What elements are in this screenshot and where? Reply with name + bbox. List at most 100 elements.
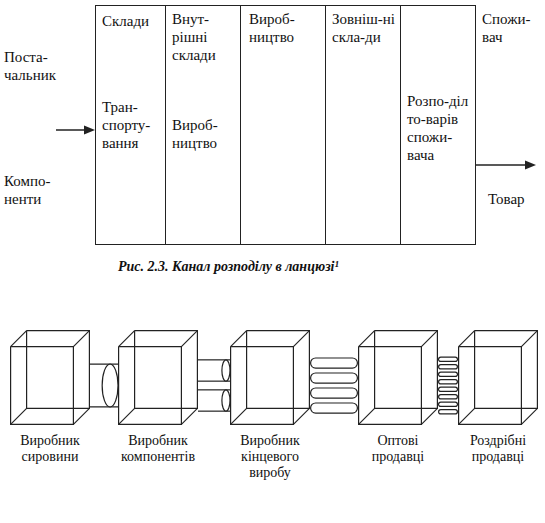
cube-edge [73, 408, 89, 424]
pipe-outline [90, 364, 118, 408]
pipe-body [441, 410, 455, 413]
pipe-body [198, 390, 230, 410]
flow-pipe [441, 374, 455, 375]
cube-outline [230, 330, 310, 425]
flow-endpoint-label: Поста-чальник [4, 48, 60, 84]
inflow-arrow-head [84, 126, 95, 135]
pipe-outline [441, 379, 455, 385]
cube-edge [521, 408, 537, 424]
pipe-outline [441, 401, 455, 407]
flow-endpoint-label: Товар [488, 190, 543, 208]
cube-outline [118, 330, 198, 425]
flow-pipe [441, 404, 455, 405]
outflow-arrow-head [525, 161, 536, 170]
cube-edge [231, 331, 247, 347]
pipe-body [316, 389, 353, 398]
cube-edge [119, 408, 135, 424]
cube-edge [521, 331, 537, 347]
channel-stage-band: Внут-рішні складиВироб-ництво [165, 5, 241, 245]
stage-text: Вироб-ництво [172, 116, 234, 152]
pipe-body [316, 374, 353, 383]
flow-pipe [316, 363, 353, 364]
cube-edge [11, 408, 27, 424]
cube-edge [73, 331, 89, 347]
cube-edge [293, 331, 309, 347]
supply-chain-box: Виробник кінцевого виробу [230, 330, 310, 425]
cube-edge [247, 331, 310, 409]
cube-outline [10, 330, 90, 425]
supply-chain-box: Роздрібні продавці [458, 330, 538, 425]
box-label: Роздрібні продавці [452, 433, 544, 465]
pipe-body [316, 404, 353, 413]
box-label: Оптові продавці [350, 433, 446, 465]
pipe-outline [441, 386, 455, 392]
cube-outline [358, 330, 438, 425]
pipe-outline [441, 356, 455, 362]
cube-edge [359, 408, 375, 424]
pipe-body [441, 388, 455, 391]
cube-edge [11, 331, 27, 347]
flow-pipe [316, 393, 353, 394]
cube-edge [459, 331, 475, 347]
figure-caption: Рис. 2.3. Канал розподілу в ланцюзі¹ [118, 258, 538, 275]
cube-edge [231, 408, 247, 424]
pipe-outline [316, 387, 353, 398]
pipe-end [102, 364, 118, 407]
pipe-body [90, 365, 118, 407]
flow-pipe [316, 378, 353, 379]
cube-edge [459, 408, 475, 424]
inflow-arrow-line [56, 129, 86, 131]
pipe-outline [198, 359, 230, 382]
cube-edge [181, 408, 197, 424]
flow-pipe [441, 411, 455, 412]
pipe-outline [316, 357, 353, 368]
stage-text: Зовніш-ні скла-ди [332, 10, 396, 46]
pipe-outline [198, 389, 230, 412]
pipe-end [222, 390, 230, 411]
cube-edge [475, 331, 538, 409]
box-label: Виробник сировини [2, 433, 98, 465]
flow-endpoint-label: Спожи-вач [482, 10, 540, 46]
supply-chain-box: Оптові продавці [358, 330, 438, 425]
stage-text: Вироб-ництво [249, 10, 319, 46]
pipe-outline [441, 394, 455, 400]
pipe-outline [441, 409, 455, 415]
pipe-end [222, 360, 230, 381]
flow-pipe [90, 364, 118, 407]
cube-edge [359, 347, 422, 425]
stage-text: Склади [102, 12, 162, 30]
pipe-outline [441, 364, 455, 370]
pipe-outline [441, 371, 455, 377]
box-label: Виробник кінцевого виробу [222, 433, 318, 481]
cube-edge [421, 408, 437, 424]
channel-stage-band: Розпо-діл то-варів спожи-вача [400, 5, 476, 245]
stage-text: Розпо-діл то-варів спожи-вача [407, 92, 469, 164]
outflow-arrow-line [476, 164, 527, 166]
cube-edge [27, 331, 90, 409]
cube-edge [135, 331, 198, 409]
cube-edge [119, 347, 182, 425]
flow-endpoint-label: Компо-ненти [4, 172, 60, 208]
flow-pipe [198, 360, 230, 381]
pipe-body [441, 373, 455, 376]
flow-pipe [441, 381, 455, 382]
cube-edge [181, 331, 197, 347]
cube-edge [231, 347, 294, 425]
flow-pipe [441, 359, 455, 360]
cube-edge [293, 408, 309, 424]
channel-stage-band: Вироб-ництво [240, 5, 326, 245]
pipe-body [316, 359, 353, 368]
channel-stage-band: Зовніш-ні скла-ди [325, 5, 401, 245]
pipe-body [441, 395, 455, 398]
flow-pipe [198, 390, 230, 411]
cube-edge [375, 331, 438, 409]
pipe-body [441, 403, 455, 406]
supply-chain-box: Виробник сировини [10, 330, 90, 425]
cube-outline [458, 330, 538, 425]
box-label: Виробник компонентів [110, 433, 206, 465]
flow-pipe [441, 396, 455, 397]
pipe-body [441, 380, 455, 383]
stage-text: Внут-рішні склади [172, 10, 234, 64]
pipe-body [441, 358, 455, 361]
